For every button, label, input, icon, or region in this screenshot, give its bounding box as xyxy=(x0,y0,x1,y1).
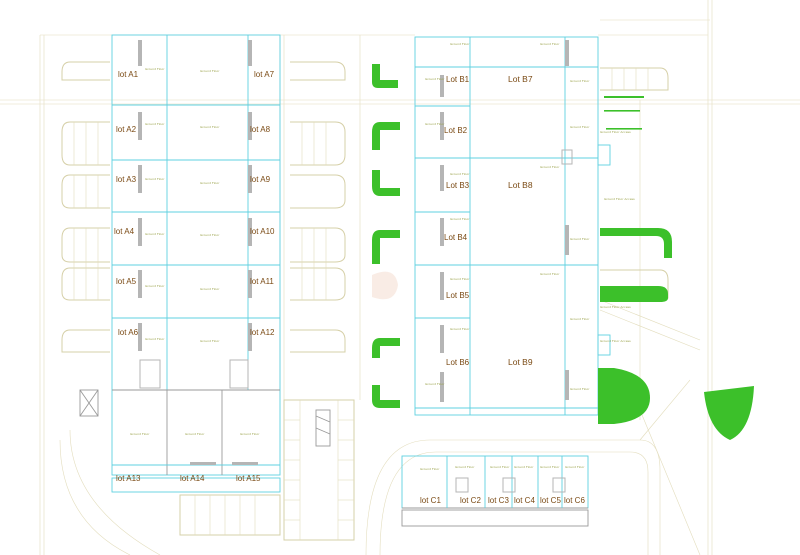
lot-label: lot C6 xyxy=(564,496,585,505)
lot-label: lot C5 xyxy=(540,496,561,505)
parking-right xyxy=(600,67,669,299)
svg-text:Ground Floor: Ground Floor xyxy=(450,327,470,331)
landscaping xyxy=(372,64,754,440)
svg-text:Ground Floor: Ground Floor xyxy=(490,465,510,469)
svg-text:Ground Floor: Ground Floor xyxy=(240,432,260,436)
svg-text:Ground Floor: Ground Floor xyxy=(570,125,590,129)
lot-label: lot A1 xyxy=(118,70,139,79)
svg-text:Ground Floor: Ground Floor xyxy=(540,42,560,46)
svg-text:Ground Floor: Ground Floor xyxy=(570,79,590,83)
lot-label: lot A15 xyxy=(236,474,261,483)
svg-text:Ground Floor: Ground Floor xyxy=(200,181,220,185)
lot-label: Lot B9 xyxy=(508,357,533,367)
svg-text:Ground Floor: Ground Floor xyxy=(540,272,560,276)
svg-text:Ground Floor: Ground Floor xyxy=(145,122,165,126)
parking-south xyxy=(79,389,355,541)
lot-label: lot A10 xyxy=(250,227,275,236)
svg-text:Ground Floor: Ground Floor xyxy=(145,337,165,341)
svg-text:Ground Floor: Ground Floor xyxy=(540,465,560,469)
svg-text:Ground Floor: Ground Floor xyxy=(200,69,220,73)
svg-text:Ground Floor Access: Ground Floor Access xyxy=(600,339,631,343)
lot-label: Lot B1 xyxy=(446,75,470,84)
parking-middle xyxy=(290,61,346,353)
lot-label: Lot B6 xyxy=(446,358,470,367)
lot-label: lot A6 xyxy=(118,328,139,337)
svg-text:Ground Floor: Ground Floor xyxy=(130,432,150,436)
lot-label: Lot B4 xyxy=(444,233,468,242)
svg-text:Ground Floor: Ground Floor xyxy=(425,122,445,126)
svg-text:Ground Floor: Ground Floor xyxy=(450,217,470,221)
lot-label: lot A5 xyxy=(116,277,137,286)
block-b-annex: Ground Floor Access Ground Floor Access … xyxy=(597,130,635,356)
lot-label: lot A14 xyxy=(180,474,205,483)
svg-text:Ground Floor: Ground Floor xyxy=(455,465,475,469)
lot-label: Lot B7 xyxy=(508,74,533,84)
lot-label: Lot B3 xyxy=(446,181,470,190)
lot-label: lot C1 xyxy=(420,496,441,505)
lot-label: lot A9 xyxy=(250,175,271,184)
svg-text:Ground Floor: Ground Floor xyxy=(200,125,220,129)
svg-text:Ground Floor Access: Ground Floor Access xyxy=(600,305,631,309)
svg-text:Ground Floor: Ground Floor xyxy=(570,237,590,241)
watermark xyxy=(372,271,398,300)
lot-label: lot A8 xyxy=(250,125,271,134)
svg-text:Ground Floor: Ground Floor xyxy=(420,467,440,471)
svg-text:Ground Floor: Ground Floor xyxy=(145,284,165,288)
svg-text:Ground Floor: Ground Floor xyxy=(540,165,560,169)
svg-text:Ground Floor: Ground Floor xyxy=(200,233,220,237)
svg-text:Ground Floor: Ground Floor xyxy=(185,432,205,436)
svg-text:Ground Floor: Ground Floor xyxy=(450,172,470,176)
lot-label: lot A13 xyxy=(116,474,141,483)
svg-text:Ground Floor: Ground Floor xyxy=(570,387,590,391)
svg-text:Ground Floor: Ground Floor xyxy=(565,465,585,469)
svg-text:Ground Floor Access: Ground Floor Access xyxy=(604,197,635,201)
svg-text:Ground Floor: Ground Floor xyxy=(570,317,590,321)
svg-text:Ground Floor Access: Ground Floor Access xyxy=(600,130,631,134)
parking-left xyxy=(61,61,110,353)
svg-text:Ground Floor: Ground Floor xyxy=(450,42,470,46)
svg-text:Ground Floor: Ground Floor xyxy=(200,287,220,291)
lot-label: Lot B5 xyxy=(446,291,470,300)
svg-text:Ground Floor: Ground Floor xyxy=(200,339,220,343)
lot-label: Lot B8 xyxy=(508,180,533,190)
svg-text:Ground Floor: Ground Floor xyxy=(514,465,534,469)
lot-label: lot A11 xyxy=(250,277,274,286)
lot-label: Lot B2 xyxy=(444,126,468,135)
svg-text:Ground Floor: Ground Floor xyxy=(450,277,470,281)
lot-label: lot A4 xyxy=(114,227,135,236)
lot-label: lot A3 xyxy=(116,175,137,184)
svg-text:Ground Floor: Ground Floor xyxy=(425,77,445,81)
svg-text:Ground Floor: Ground Floor xyxy=(145,232,165,236)
svg-text:Ground Floor: Ground Floor xyxy=(425,382,445,386)
lot-label: lot C4 xyxy=(514,496,535,505)
lot-label: lot A7 xyxy=(254,70,275,79)
lot-label: lot A2 xyxy=(116,125,137,134)
lot-label: lot C3 xyxy=(488,496,509,505)
svg-text:Ground Floor: Ground Floor xyxy=(145,177,165,181)
lot-label: lot C2 xyxy=(460,496,481,505)
lot-label: lot A12 xyxy=(250,328,275,337)
svg-text:Ground Floor: Ground Floor xyxy=(145,67,165,71)
